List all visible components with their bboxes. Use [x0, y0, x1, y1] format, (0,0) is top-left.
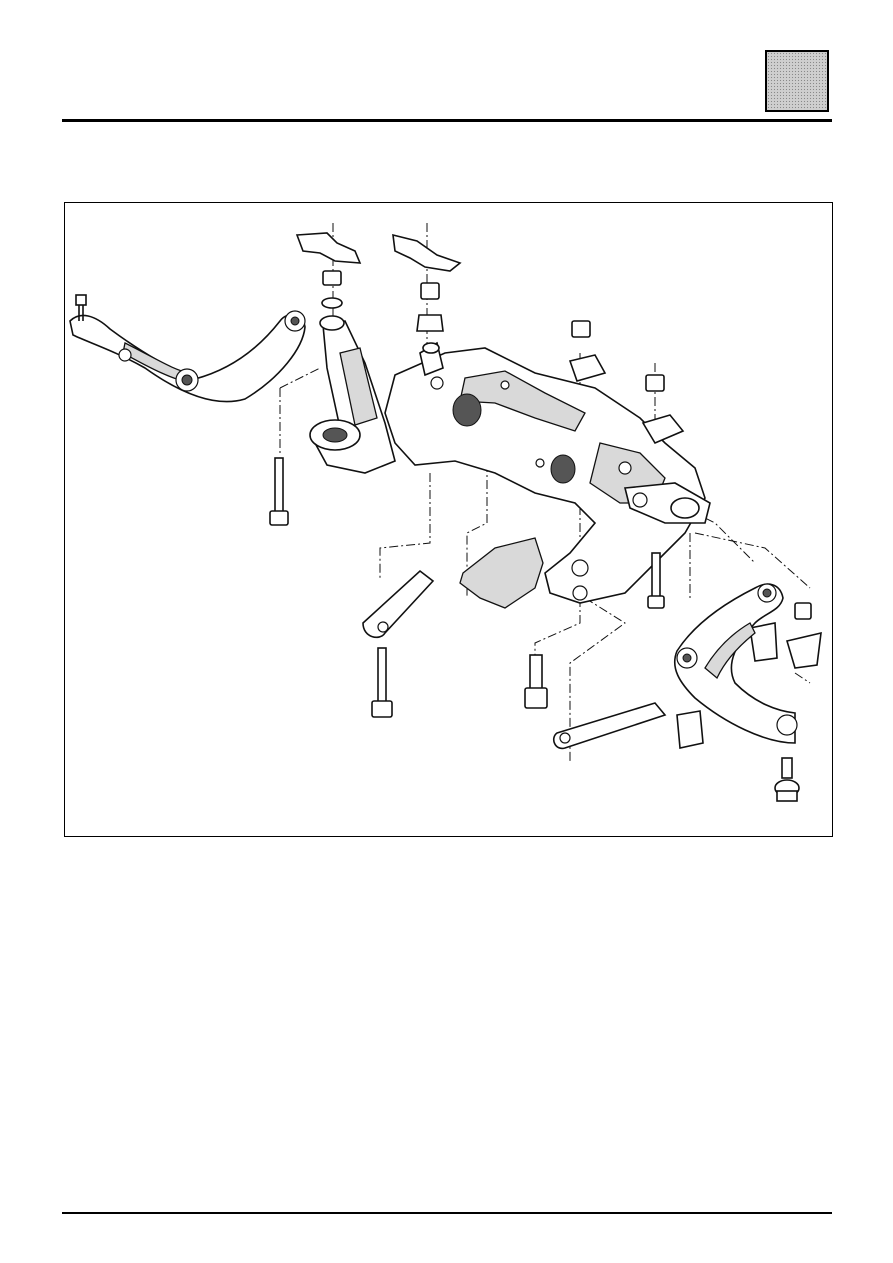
bolt	[371, 647, 393, 718]
bracket-plate	[568, 354, 607, 382]
bracket-plate	[641, 414, 685, 445]
nut	[420, 282, 440, 300]
nut	[322, 270, 342, 286]
bolt	[269, 457, 289, 526]
nut	[794, 602, 812, 620]
tie-plate-left	[362, 569, 435, 639]
washer	[321, 297, 343, 309]
section-tab	[765, 50, 829, 112]
left-upright	[309, 315, 396, 474]
bush	[676, 710, 704, 749]
bracket-plate	[785, 631, 822, 669]
nut	[571, 320, 591, 338]
bolts	[269, 457, 665, 718]
nut	[645, 374, 665, 392]
subframe	[384, 341, 711, 604]
subframe-exploded-diagram	[69, 223, 822, 802]
bush	[416, 314, 444, 332]
header-rule	[62, 119, 832, 122]
bolt	[647, 552, 665, 609]
tie-plates	[362, 569, 667, 750]
fasteners	[321, 270, 822, 749]
right-wishbone	[673, 583, 798, 744]
footer-rule	[62, 1212, 832, 1214]
bolt	[524, 654, 548, 709]
top-brackets	[295, 232, 462, 272]
heat-shield	[459, 537, 544, 609]
exploded-view-figure	[64, 202, 833, 837]
left-top-bracket	[295, 232, 362, 264]
tie-plate-right	[553, 702, 667, 750]
bush	[749, 622, 778, 662]
left-wishbone	[69, 294, 306, 403]
right-top-bracket	[392, 233, 462, 272]
ball-joint	[774, 757, 800, 802]
